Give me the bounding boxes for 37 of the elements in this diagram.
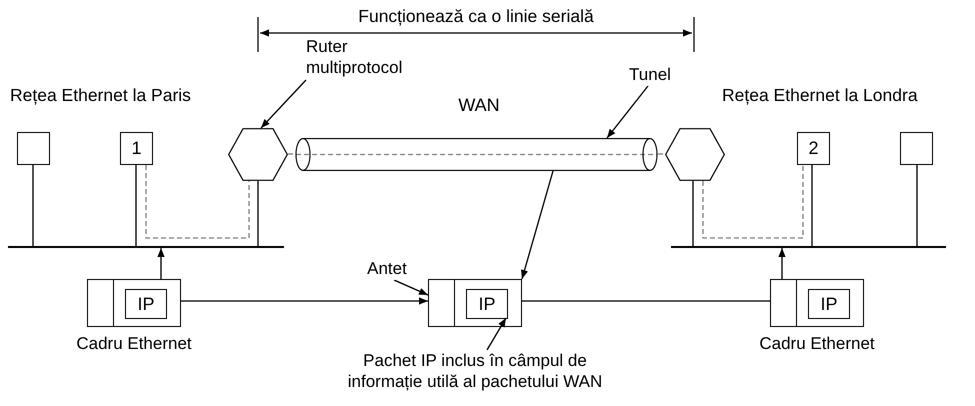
leader-line xyxy=(486,318,507,350)
wan-cloud: WAN xyxy=(365,90,593,216)
connector-line xyxy=(257,181,259,246)
connector-line xyxy=(692,181,694,246)
ip-packet-box: IP xyxy=(808,289,850,319)
dashed-path-line xyxy=(145,165,250,239)
connector-line xyxy=(32,165,34,246)
arrow xyxy=(521,170,554,280)
leader-line xyxy=(606,86,649,138)
dashed-path-line xyxy=(702,165,804,239)
frame-box xyxy=(770,279,864,327)
leader-line xyxy=(260,80,306,128)
dashed-path-line xyxy=(288,153,295,155)
dashed-path-line xyxy=(658,153,665,155)
connector-line xyxy=(916,165,918,246)
arrow xyxy=(778,248,786,279)
router-hexagon xyxy=(228,128,288,181)
host-box: 2 xyxy=(797,132,830,165)
tunnel-cylinder xyxy=(295,138,658,171)
network-title: Rețea Ethernet la Londra xyxy=(722,85,919,106)
host-box: 1 xyxy=(120,132,153,165)
connector-line xyxy=(522,300,770,302)
ip-packet-box: IP xyxy=(466,289,508,319)
connector-line xyxy=(135,165,137,246)
arrow xyxy=(181,297,428,305)
ip-packet-box: IP xyxy=(125,289,167,319)
router-hexagon xyxy=(665,128,725,181)
leader-line xyxy=(394,279,428,296)
caption-text: Cadru Ethernet xyxy=(758,333,876,354)
connector-line xyxy=(811,165,813,246)
frame-box xyxy=(428,279,522,327)
host-box xyxy=(17,132,50,165)
network-title: Rețea Ethernet la Paris xyxy=(10,85,192,106)
host-box xyxy=(900,132,933,165)
caption-text: Cadru Ethernet xyxy=(75,333,193,354)
frame-box xyxy=(87,279,181,327)
arrow xyxy=(157,248,165,279)
